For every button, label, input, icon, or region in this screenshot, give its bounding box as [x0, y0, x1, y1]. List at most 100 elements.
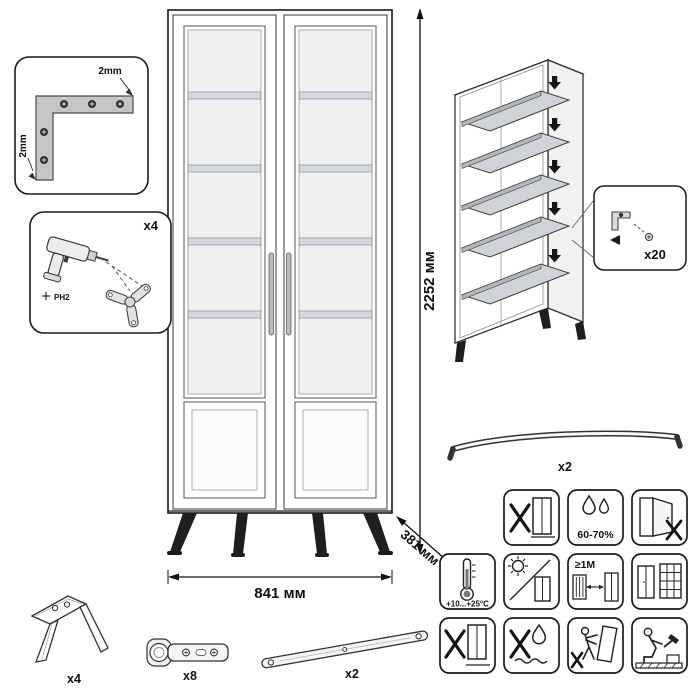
- shelf-pin-callout-box: x20: [571, 185, 687, 271]
- rail-qty-label: x2: [558, 460, 572, 474]
- cross-icon: [665, 519, 683, 541]
- leader-arrow-icon: [28, 172, 36, 180]
- care-icon-no-dragging: [439, 617, 496, 674]
- handle-rail: x2: [447, 430, 683, 474]
- leg-strut: [79, 603, 109, 653]
- cabinet-leg: [539, 308, 551, 329]
- left-glass-panel: [187, 29, 262, 395]
- width-dimension-label: 841 мм: [254, 585, 305, 602]
- hinge-part: x8: [146, 638, 229, 683]
- drill-icon: [43, 236, 109, 283]
- screw-hole: [415, 633, 422, 640]
- care-icon-no-pushing: [567, 617, 624, 674]
- care-icon-humidity: 60-70%: [567, 489, 624, 546]
- open-door-icon: [652, 497, 673, 537]
- care-icon-temperature: +10...+25°C: [439, 553, 496, 610]
- drill-qty-label: x4: [144, 218, 159, 233]
- screw-hole: [342, 646, 348, 652]
- cabinet-legs: [167, 513, 393, 557]
- door-handle: [286, 252, 292, 336]
- right-glass-frame: [294, 25, 377, 399]
- drill-detail-box: x4 PH2: [29, 211, 172, 334]
- distance-label: ≥1M: [575, 559, 596, 571]
- bracket-dim-side-label: 2mm: [18, 134, 29, 157]
- screw-icon: [59, 99, 69, 109]
- care-icon-no-wet-cleaning: [503, 617, 560, 674]
- leg-foot: [231, 553, 245, 557]
- arrow-right-icon: [381, 573, 392, 581]
- leg-part: x4: [30, 595, 109, 686]
- water-drop-icon: [582, 494, 596, 515]
- cabinet-leg: [312, 513, 327, 554]
- arrow-left-icon: [168, 573, 179, 581]
- shelf-line: [298, 91, 373, 100]
- right-lower-recess: [302, 409, 369, 491]
- shelf-lines: [187, 91, 373, 319]
- care-icon-distance-from-heat: ≥1M: [567, 553, 624, 610]
- shelf-boards: [460, 90, 571, 305]
- corner-bracket-detail-box: 2mm 2mm: [14, 56, 149, 195]
- leg-foot: [315, 553, 329, 557]
- shelf-line: [187, 164, 262, 173]
- person-icon: [643, 627, 653, 637]
- cabinet-leg: [575, 321, 586, 340]
- water-line-icon: [514, 658, 548, 664]
- hinge-slot: [195, 649, 207, 656]
- shelf-line: [187, 310, 262, 319]
- shelf-board: [460, 90, 571, 132]
- cabinet-icon: [596, 625, 618, 663]
- leader-arrow-icon: [125, 88, 133, 96]
- shelf-pin-icon: [611, 211, 631, 231]
- shelf-board: [460, 174, 571, 216]
- cross-icon: [570, 651, 584, 669]
- height-dimension-label: 2252 мм: [421, 251, 438, 311]
- care-icon-ventilation: [631, 553, 688, 610]
- shelf-board: [460, 216, 571, 258]
- screw-icon: [618, 212, 624, 218]
- water-drop-icon: [531, 623, 547, 645]
- water-drop-icon: [598, 497, 610, 514]
- temperature-label: +10...+25°C: [446, 600, 489, 609]
- screw-hole: [51, 604, 59, 612]
- arrow-right-icon: [599, 584, 604, 590]
- shelf-line: [187, 91, 262, 100]
- shelf-board: [460, 263, 571, 305]
- phillips-bit-icon: [42, 292, 50, 300]
- cabinet-leg: [170, 513, 197, 552]
- care-icon-assemble-on-soft-surface: [631, 617, 688, 674]
- part-box-icon: [666, 654, 680, 664]
- door-handle: [268, 252, 274, 336]
- bit-label: PH2: [54, 293, 70, 302]
- screw-icon: [39, 127, 49, 137]
- shelf-pin-qty-label: x20: [644, 247, 666, 262]
- humidity-label: 60-70%: [577, 529, 614, 541]
- left-lower-recess: [191, 409, 258, 491]
- strip-qty-label: x2: [345, 667, 359, 681]
- shelf-line: [298, 164, 373, 173]
- arrow-up-icon: [416, 8, 424, 19]
- arrow-upleft-icon: [396, 516, 407, 526]
- strip-part: x2: [261, 630, 429, 681]
- leg-foot: [378, 551, 393, 555]
- screw-icon: [39, 155, 49, 165]
- bracket-dim-top-label: 2mm: [98, 66, 121, 77]
- cross-icon: [444, 629, 466, 659]
- rug-icon: [635, 662, 683, 669]
- screw-icon: [87, 99, 97, 109]
- cross-icon: [509, 503, 531, 533]
- corner-foot-icon: [105, 283, 151, 328]
- screw-hole: [63, 601, 71, 608]
- shelf-line: [298, 310, 373, 319]
- leg-plate: [30, 595, 88, 625]
- person-icon: [580, 626, 590, 636]
- leg-qty-label: x4: [67, 672, 81, 686]
- arrow-down-icon: [416, 544, 424, 555]
- hinge-qty-label: x8: [183, 669, 197, 683]
- exploded-cabinet: [453, 59, 586, 362]
- sun-icon: [511, 559, 525, 573]
- cabinet-leg: [455, 340, 466, 362]
- width-dimension: 841 мм: [167, 570, 393, 602]
- panel-icon: [639, 497, 654, 537]
